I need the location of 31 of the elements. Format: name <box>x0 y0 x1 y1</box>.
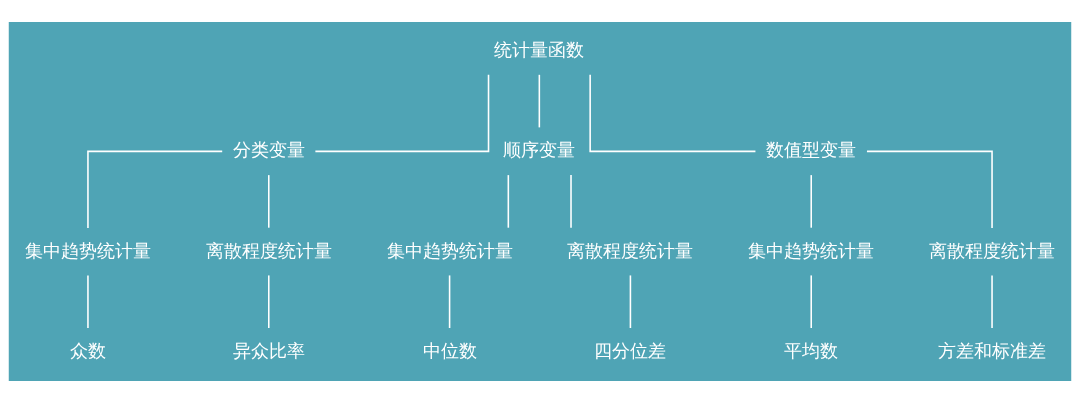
connector <box>448 274 451 329</box>
node-text: 数值型变量 <box>766 138 857 160</box>
node-text: 集中趋势统计量 <box>24 239 151 261</box>
connector <box>267 274 270 329</box>
node-text: 离散程度统计量 <box>567 239 694 261</box>
node-text: 异众比率 <box>232 339 305 361</box>
connector <box>570 173 572 228</box>
node-text: 众数 <box>69 339 106 361</box>
node-text: 离散程度统计量 <box>929 239 1056 261</box>
node-text: 集中趋势统计量 <box>748 239 875 261</box>
connector <box>629 274 632 329</box>
connector <box>991 274 993 329</box>
node-text: 方差和标准差 <box>938 339 1047 361</box>
node-text: 离散程度统计量 <box>205 239 332 261</box>
connector <box>538 73 541 128</box>
connector <box>866 150 993 229</box>
node-text: 平均数 <box>784 339 839 361</box>
connector <box>314 73 490 152</box>
connector <box>267 173 270 228</box>
connector <box>87 274 89 329</box>
node-text: 分类变量 <box>232 138 305 160</box>
connector <box>87 150 223 229</box>
node-text: 集中趋势统计量 <box>386 239 513 261</box>
connector <box>810 274 812 329</box>
node-text: 四分位差 <box>594 339 667 361</box>
connector <box>810 173 812 228</box>
connector <box>589 73 757 152</box>
node-text: 中位数 <box>422 339 477 361</box>
node-text: 统计量函数 <box>494 38 585 60</box>
connector <box>507 173 510 228</box>
node-text: 顺序变量 <box>503 138 576 160</box>
